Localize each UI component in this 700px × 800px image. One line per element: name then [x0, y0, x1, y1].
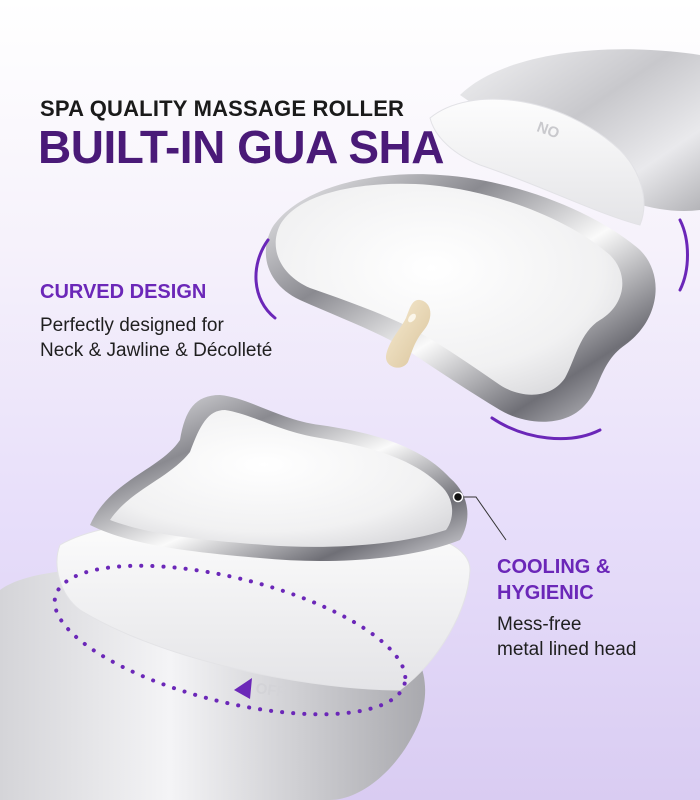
cooling-description: Mess-free metal lined head — [497, 614, 637, 660]
page-subtitle: SPA QUALITY MASSAGE ROLLER — [40, 96, 405, 121]
rotation-dotted-path — [52, 563, 408, 717]
bottom-switch-label: OFF — [255, 680, 287, 701]
curved-design-description: Perfectly designed for Neck & Jawline & … — [40, 315, 273, 361]
bottom-roller-device: OFF — [0, 395, 471, 800]
top-device-collar — [429, 98, 645, 226]
top-switch-label: ON — [535, 117, 562, 141]
cooling-heading: COOLING & HYGIENIC — [497, 556, 611, 604]
page-title: BUILT-IN GUA SHA — [38, 121, 444, 173]
serum-drop-icon — [385, 299, 431, 368]
top-device-head — [275, 183, 623, 395]
dot-marker-icon — [452, 491, 464, 503]
curved-design-heading: CURVED DESIGN — [40, 281, 207, 303]
motion-arc-bottom — [490, 416, 602, 441]
bottom-device-head — [110, 410, 453, 547]
top-roller-device: ON — [265, 49, 700, 422]
motion-arc-right — [678, 218, 689, 292]
motion-arc-left — [254, 238, 277, 320]
callout-line — [458, 496, 507, 541]
triangle-arrow-icon — [234, 678, 252, 699]
